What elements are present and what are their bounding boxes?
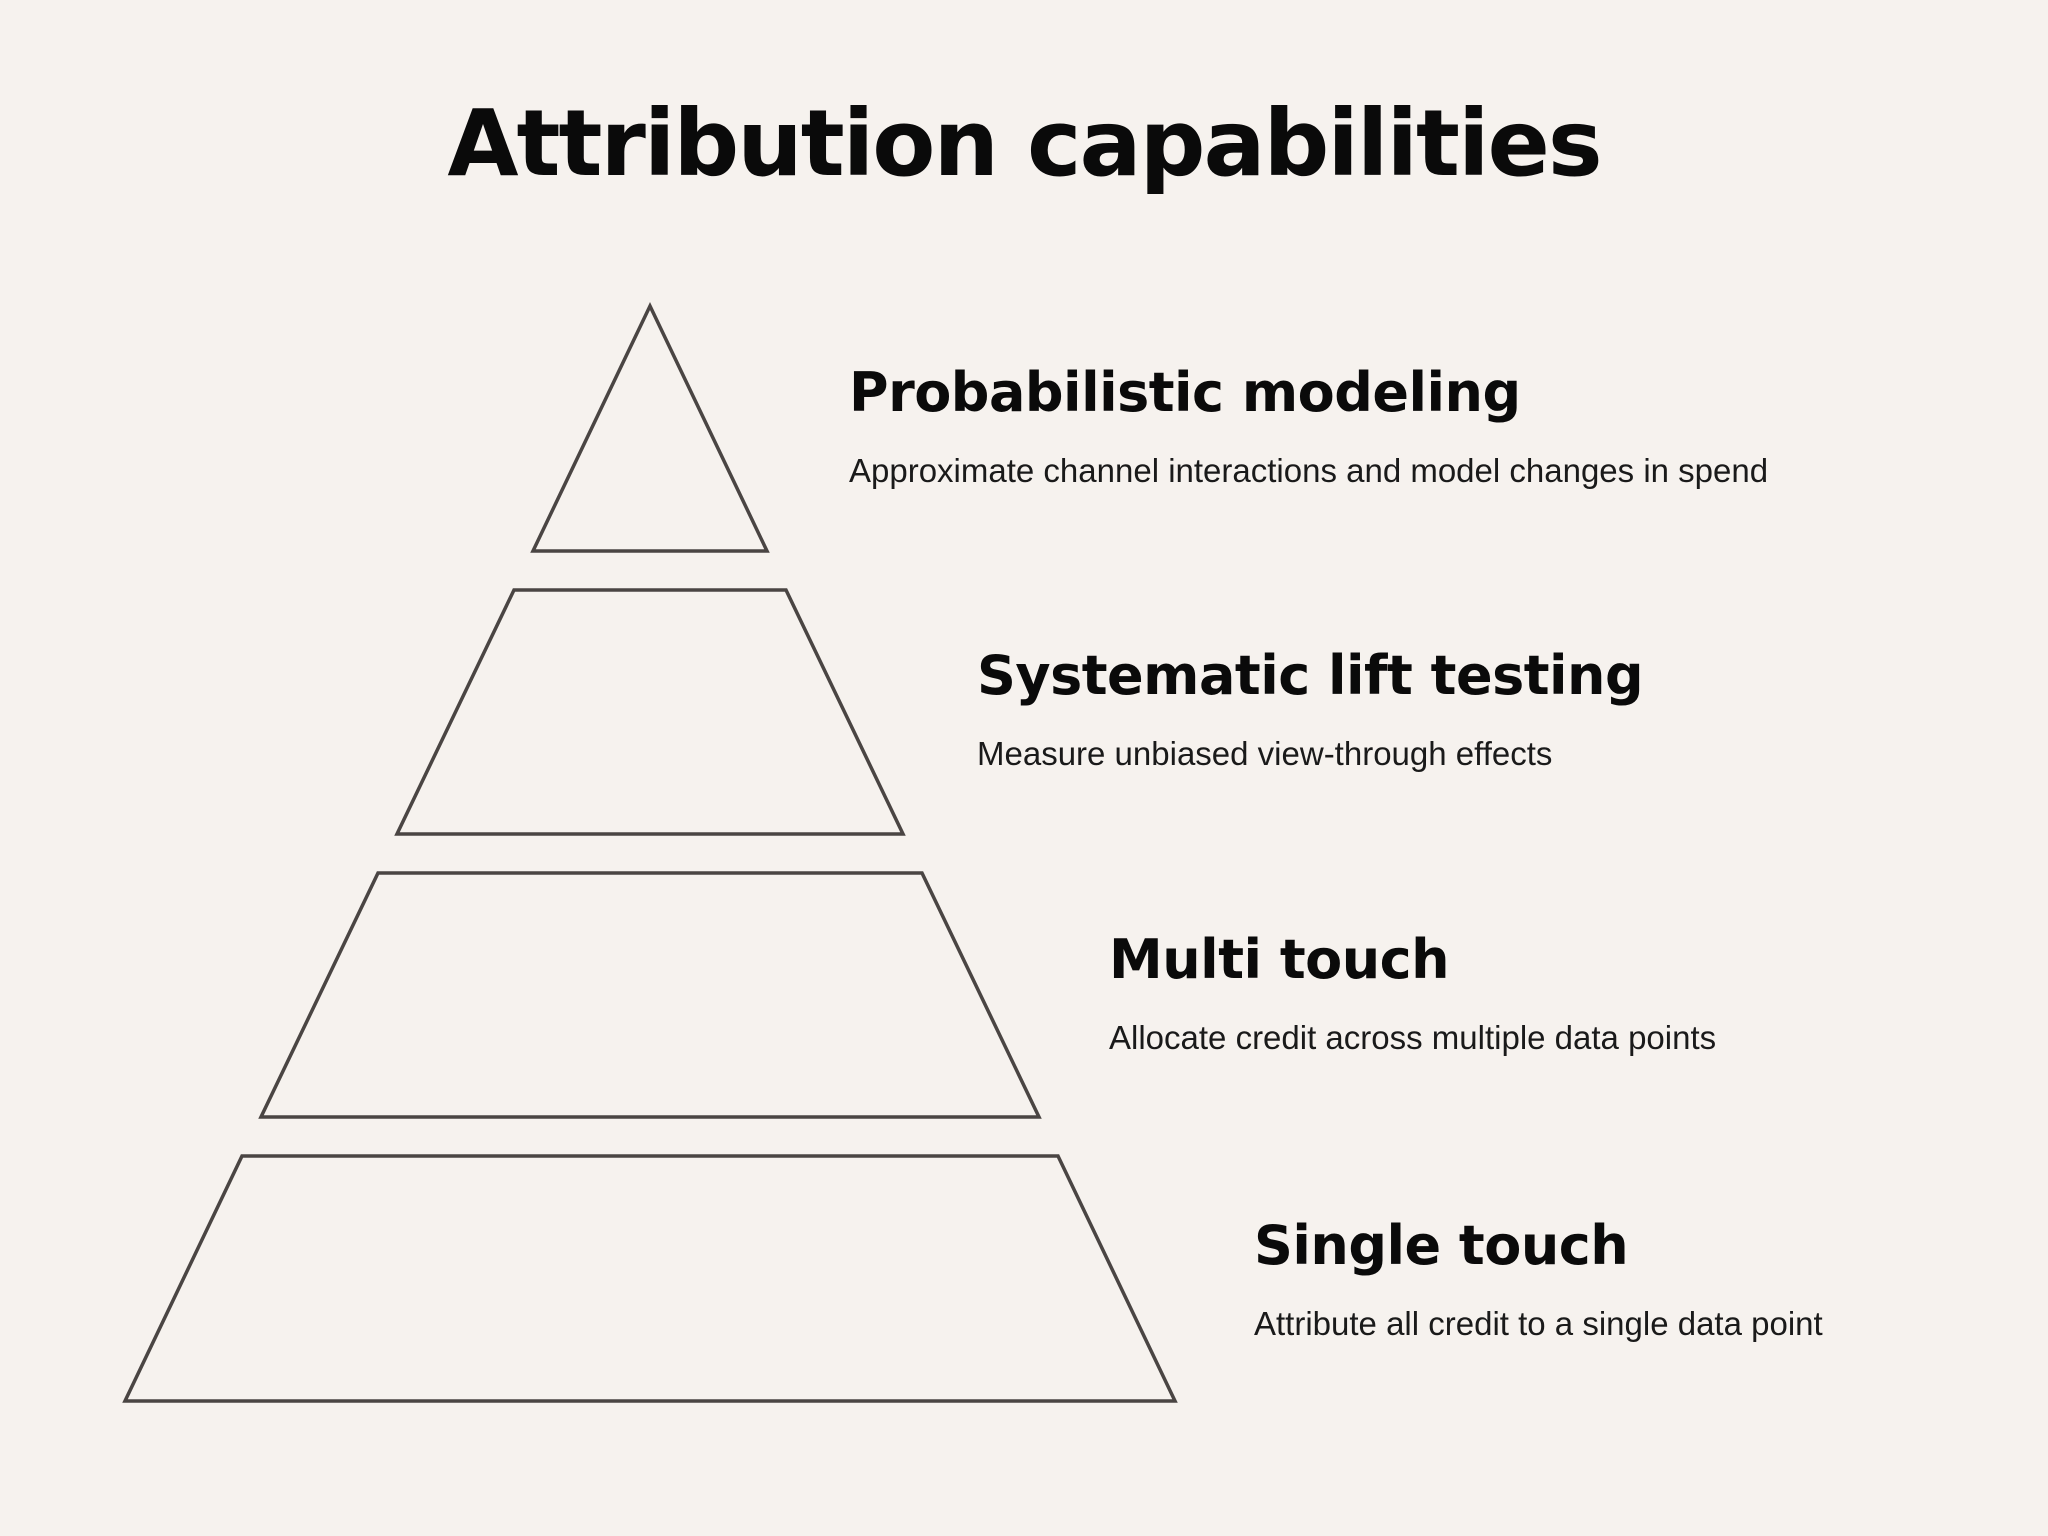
level-3-text: Multi touch Allocate credit across multi…: [1109, 928, 1717, 1056]
level-1-name: Probabilistic modeling: [849, 361, 1521, 424]
page-title: Attribution capabilities: [447, 90, 1602, 197]
level-3-name: Multi touch: [1109, 928, 1450, 991]
level-1-text: Probabilistic modeling Approximate chann…: [849, 361, 1769, 489]
level-4-text: Single touch Attribute all credit to a s…: [1254, 1214, 1823, 1342]
level-3-description: Allocate credit across multiple data poi…: [1109, 1019, 1717, 1056]
level-1-description: Approximate channel interactions and mod…: [849, 452, 1769, 489]
level-4-description: Attribute all credit to a single data po…: [1254, 1305, 1823, 1342]
level-2-text: Systematic lift testing Measure unbiased…: [977, 644, 1644, 772]
pyramid-level-3-shape: [258, 871, 1042, 1119]
pyramid-level-2-shape: [394, 588, 906, 836]
level-2-description: Measure unbiased view-through effects: [977, 735, 1553, 772]
pyramid-level-1-shape: [530, 301, 770, 553]
level-4-name: Single touch: [1254, 1214, 1629, 1277]
pyramid-level-4-shape: [122, 1154, 1178, 1403]
level-2-name: Systematic lift testing: [977, 644, 1644, 707]
